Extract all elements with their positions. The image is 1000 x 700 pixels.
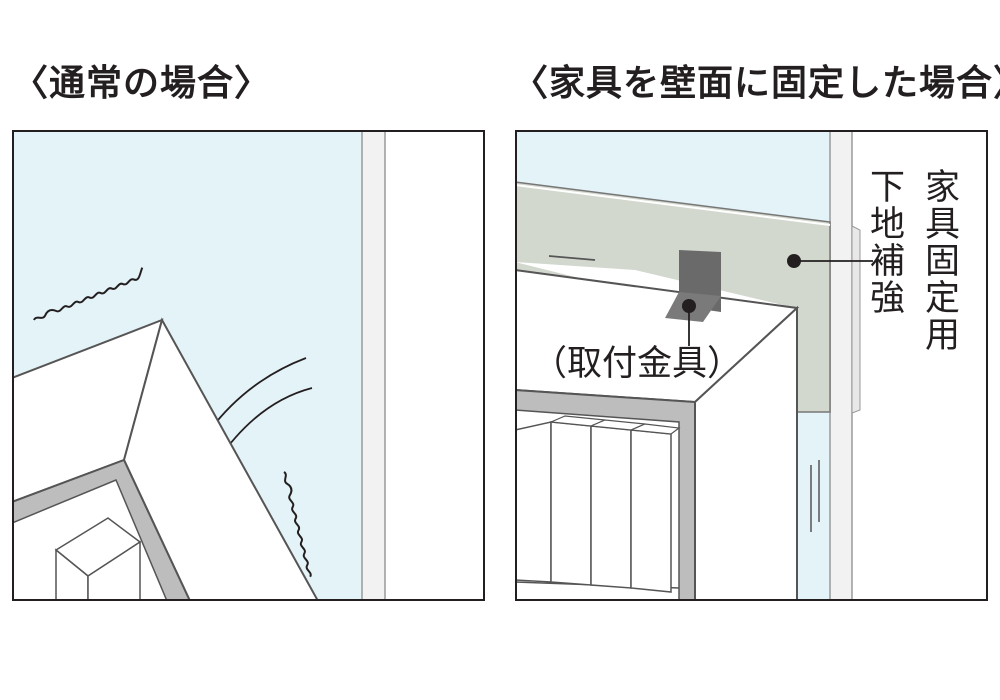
wobble-line: [283, 471, 312, 578]
right-panel-title: 〈家具を壁面に固定した場合〉: [512, 63, 1000, 104]
panel-border: [515, 130, 988, 601]
binder: [630, 429, 672, 593]
pillar: [361, 130, 386, 601]
bracket-label: （取付金具）: [532, 344, 743, 384]
binder: [515, 421, 552, 583]
furniture-top-back: [515, 262, 795, 308]
motion-line: [209, 357, 307, 431]
fallen-book: [55, 548, 89, 601]
furniture-side: [122, 317, 320, 601]
pillar-edge: [851, 225, 861, 414]
binder: [590, 425, 632, 589]
binder: [550, 421, 592, 586]
left-panel-title: 〈通常の場合〉: [12, 63, 272, 104]
binder-top: [630, 423, 681, 435]
board-highlight: [515, 184, 831, 226]
pillar: [829, 130, 853, 601]
fixed-case-illustration: [515, 130, 988, 601]
board-sketch-line: [548, 255, 596, 261]
fixing-label: 家具固定用: [919, 168, 959, 353]
normal-case-illustration: [12, 130, 485, 601]
reinforcement-label: 下地補強: [864, 168, 904, 316]
wobble-line: [33, 267, 144, 321]
panel-border: [12, 130, 485, 601]
fallen-book: [87, 540, 141, 601]
